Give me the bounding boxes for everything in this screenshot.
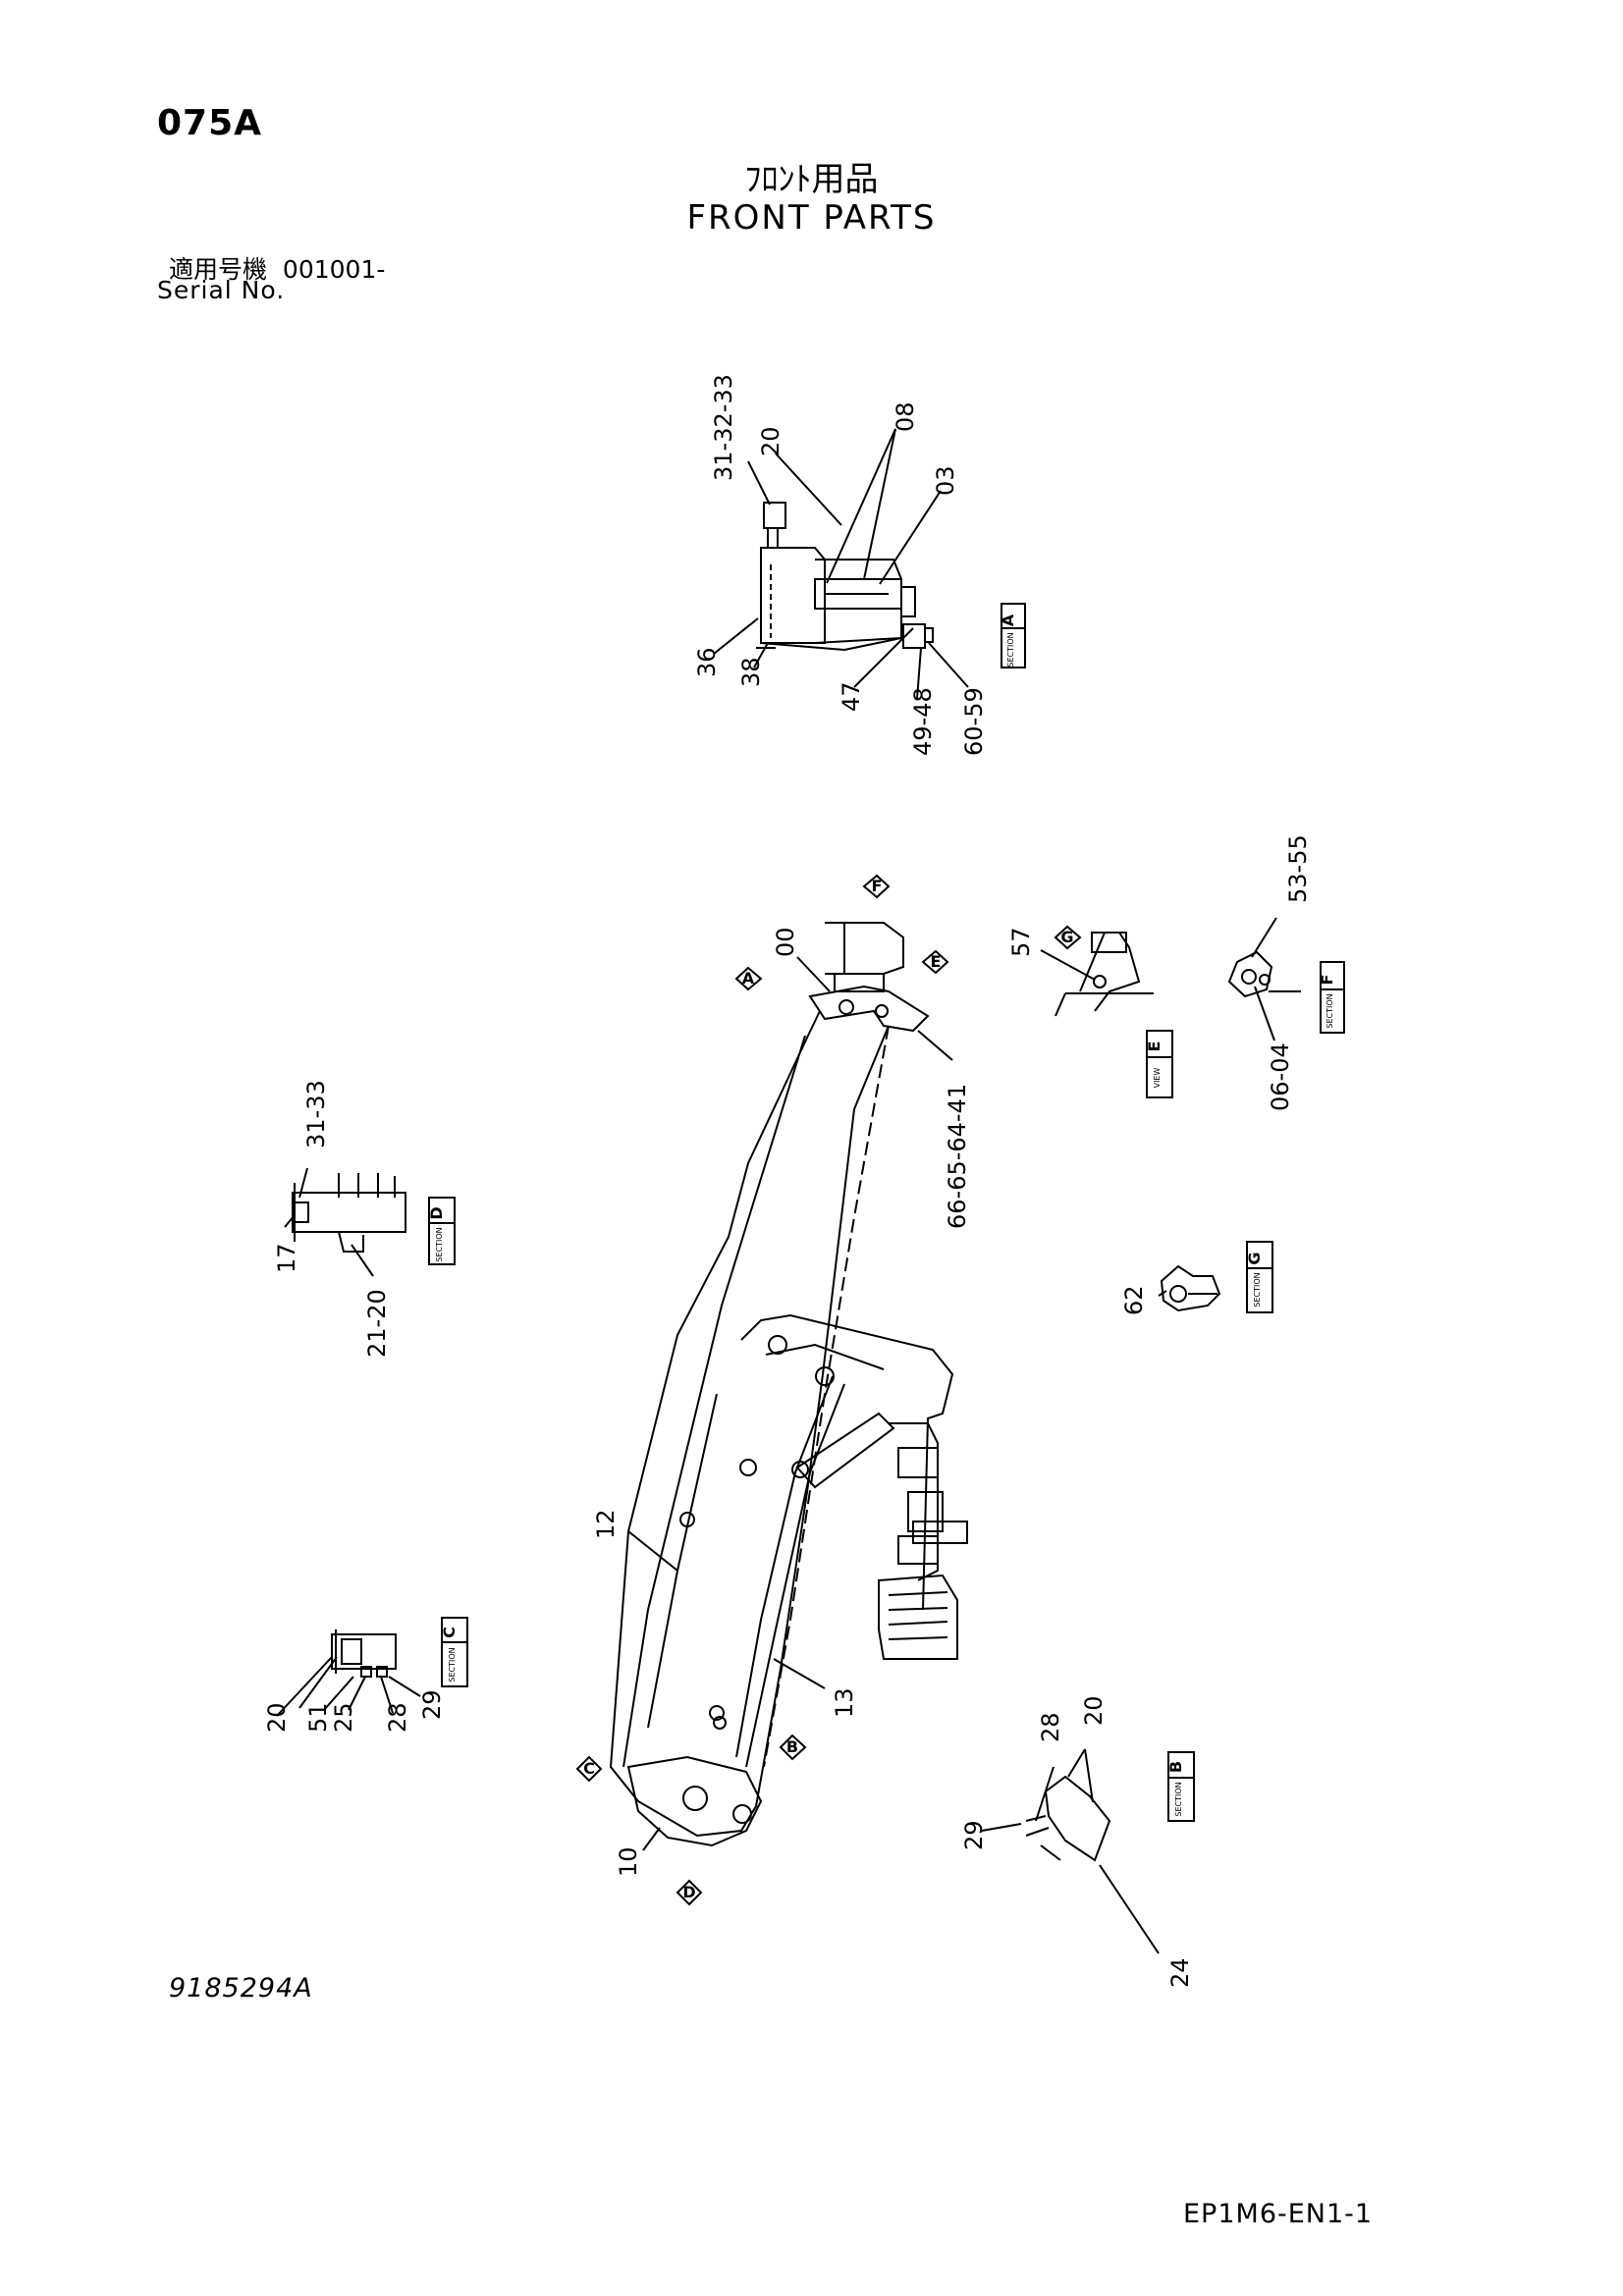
section-b-detail [981, 1748, 1195, 1954]
callout-38: 38 [737, 657, 765, 687]
callouts-section-d: 31-33 17 21-20 [273, 1080, 391, 1358]
boom-arm-assembly [575, 874, 968, 1906]
section-tags: A SECTION E VIEW F SECTION D SECTION G S… [427, 614, 1336, 1816]
callout-00: 00 [772, 927, 799, 957]
section-tag-d-text: SECTION [435, 1227, 444, 1261]
section-tag-g-text: SECTION [1253, 1272, 1262, 1307]
callout-20: 20 [263, 1702, 291, 1733]
section-tag-c: C [440, 1627, 459, 1638]
drawing-number: 9185294A [169, 1973, 313, 2003]
section-f-detail [1227, 917, 1345, 1041]
callouts-view-e: 57 [1007, 927, 1035, 957]
callouts-section-c: 20 51 25 28 29 [263, 1689, 446, 1733]
view-arrow-f: F [872, 877, 883, 895]
callouts-section-b: 28 20 29 24 [960, 1695, 1194, 1988]
view-tag-e-text: VIEW [1153, 1068, 1162, 1089]
callout-57: 57 [1007, 927, 1035, 957]
callout-03: 03 [932, 465, 959, 496]
page-code: 075A [157, 103, 263, 143]
callout-24: 24 [1166, 1957, 1194, 1988]
view-arrow-g: G [1060, 928, 1073, 946]
callout-28: 28 [384, 1702, 411, 1733]
callout-28: 28 [1037, 1712, 1064, 1742]
section-c-detail [276, 1617, 468, 1717]
section-tag-d: D [427, 1206, 446, 1219]
callout-51: 51 [304, 1702, 332, 1733]
section-tag-g: G [1245, 1252, 1264, 1264]
callouts-section-a: 31-32-33 20 08 03 36 38 47 49-48 60-59 [693, 374, 988, 756]
callout-29: 29 [960, 1820, 988, 1850]
callout-20: 20 [1080, 1695, 1108, 1726]
callout-06-04: 06-04 [1267, 1042, 1294, 1111]
callout-20: 20 [757, 426, 784, 456]
view-tag-e: E [1145, 1041, 1163, 1052]
view-arrows: F E A G C B D [583, 877, 1073, 1901]
title-english: FRONT PARTS [686, 198, 937, 238]
callout-31-32-33: 31-32-33 [710, 374, 737, 481]
callout-12: 12 [592, 1509, 620, 1539]
section-tag-b-text: SECTION [1174, 1782, 1183, 1816]
view-arrow-d: D [682, 1883, 695, 1901]
callout-62: 62 [1120, 1285, 1148, 1315]
section-tag-b: B [1166, 1761, 1185, 1773]
callout-21-20: 21-20 [363, 1289, 391, 1358]
document-code: EP1M6-EN1-1 [1183, 2199, 1374, 2229]
serial-line: 適用号機 001001- [169, 250, 385, 286]
callouts-section-g: 62 [1120, 1285, 1148, 1315]
callouts-main: 00 66-65-64-41 12 13 10 [592, 927, 971, 1877]
callout-47: 47 [838, 681, 865, 712]
section-g-detail [1158, 1241, 1273, 1313]
serial-label-en: Serial No. [157, 276, 286, 304]
callout-31-33: 31-33 [302, 1080, 330, 1148]
section-a-assembly [713, 428, 1026, 700]
callout-36: 36 [693, 647, 721, 677]
callout-08: 08 [892, 401, 919, 432]
callouts-section-f: 53-55 06-04 [1267, 834, 1312, 1111]
section-tag-c-text: SECTION [448, 1647, 457, 1682]
serial-label-jp: 適用号機 [169, 255, 268, 284]
callout-29: 29 [418, 1689, 446, 1720]
title-japanese: ﾌﾛﾝﾄ用品 [744, 160, 879, 199]
callout-13: 13 [831, 1687, 858, 1718]
view-arrow-c: C [583, 1759, 595, 1778]
section-tag-a-text: SECTION [1006, 632, 1015, 667]
callout-17: 17 [273, 1243, 300, 1273]
section-tag-f-text: SECTION [1325, 993, 1334, 1028]
callout-60-59: 60-59 [960, 687, 988, 756]
view-e-detail [1040, 925, 1173, 1098]
callout-25: 25 [330, 1702, 357, 1733]
view-arrow-a: A [742, 969, 755, 988]
section-tag-f: F [1318, 975, 1336, 986]
section-d-detail [284, 1167, 456, 1277]
callout-53-55: 53-55 [1284, 834, 1312, 903]
view-arrow-b: B [786, 1737, 798, 1756]
callout-66-65-64-41: 66-65-64-41 [944, 1084, 971, 1229]
section-tag-a: A [999, 614, 1017, 626]
view-arrow-e: E [931, 952, 942, 971]
callout-10: 10 [615, 1846, 642, 1877]
serial-value: 001001- [282, 255, 386, 284]
callout-49-48: 49-48 [909, 687, 937, 756]
